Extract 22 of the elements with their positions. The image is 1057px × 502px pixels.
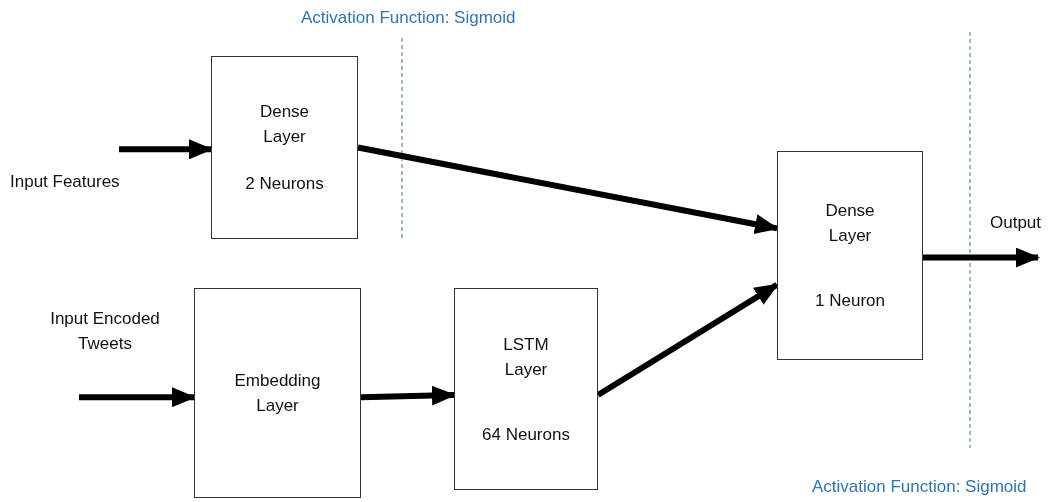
activation-function-label: Activation Function: Sigmoid [301, 7, 516, 29]
layer-name: Embedding Layer [233, 370, 322, 417]
output-label: Output [990, 212, 1042, 234]
arrow [357, 144, 779, 234]
neuron-count: 1 Neuron [814, 290, 886, 312]
arrow [119, 139, 213, 160]
neuron-count: 64 Neurons [481, 423, 571, 446]
layer-name: Dense Layer [258, 101, 311, 148]
arrow [596, 282, 779, 398]
layer-box [211, 56, 358, 239]
arrow [360, 385, 456, 406]
input-label: Input Encoded Tweets [49, 308, 161, 355]
activation-function-label: Activation Function: Sigmoid [812, 476, 1027, 498]
neuron-count: 2 Neurons [244, 173, 325, 195]
layer-box [194, 288, 361, 498]
layer-box [454, 288, 598, 490]
layer-box [777, 151, 923, 360]
input-label: Input Features [10, 171, 120, 193]
layer-name: Dense Layer [824, 200, 876, 247]
layer-name: LSTM Layer [502, 333, 550, 381]
arrow [79, 387, 196, 408]
arrow [923, 247, 1040, 268]
